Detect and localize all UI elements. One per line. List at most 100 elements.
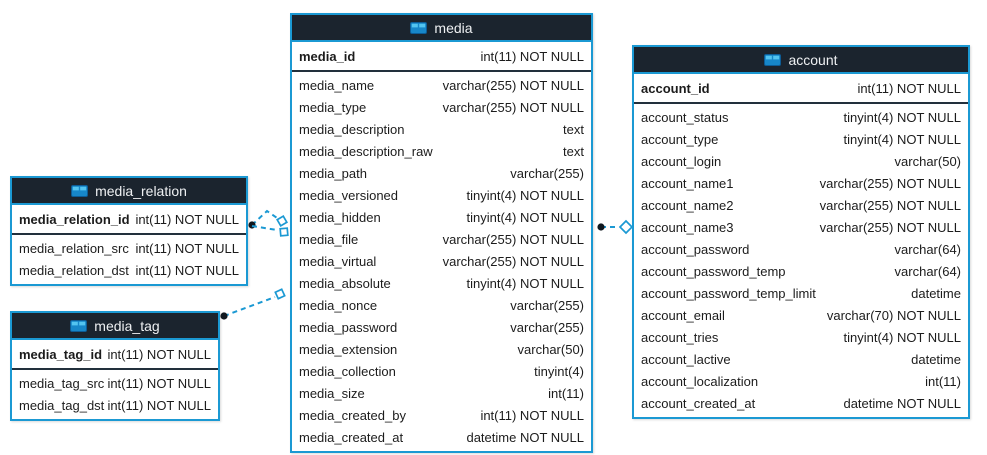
column-type: datetime NOT NULL [843, 395, 961, 411]
table-media[interactable]: media media_id int(11) NOT NULL media_na… [290, 13, 593, 453]
column-name: media_file [299, 231, 359, 247]
table-title: media_tag [94, 317, 160, 334]
table-row: media_created_at datetime NOT NULL [292, 426, 591, 448]
column-name: media_created_at [299, 429, 404, 445]
table-title: media [434, 19, 473, 36]
relationship-dot [220, 312, 228, 320]
table-media_tag[interactable]: media_tag media_tag_id int(11) NOT NULL … [10, 311, 220, 421]
relationship-dot [248, 221, 256, 229]
table-row: account_localization int(11) [634, 370, 968, 392]
column-type: varchar(255) NOT NULL [819, 197, 961, 213]
table-row: account_name2 varchar(255) NOT NULL [634, 194, 968, 216]
column-type: varchar(255) [510, 319, 584, 335]
column-name: account_created_at [641, 395, 756, 411]
column-name: account_email [641, 307, 725, 323]
column-type: varchar(255) NOT NULL [442, 253, 584, 269]
column-name: account_lactive [641, 351, 731, 367]
table-icon [70, 319, 88, 332]
column-name: media_versioned [299, 187, 399, 203]
column-type: datetime NOT NULL [466, 429, 584, 445]
column-type: tinyint(4) [534, 363, 584, 379]
column-name: media_name [299, 77, 375, 93]
relationship-diamond [276, 215, 288, 227]
table-media_relation[interactable]: media_relation media_relation_id int(11)… [10, 176, 248, 286]
table-header-media_tag[interactable]: media_tag [12, 313, 218, 340]
table-header-account[interactable]: account [634, 47, 968, 74]
column-type: tinyint(4) NOT NULL [843, 109, 961, 125]
table-row: account_name3 varchar(255) NOT NULL [634, 216, 968, 238]
table-row: account_email varchar(70) NOT NULL [634, 304, 968, 326]
table-header-media[interactable]: media [292, 15, 591, 42]
column-name: account_tries [641, 329, 719, 345]
column-name: account_login [641, 153, 722, 169]
relationship-edge-media_relation-to-media-2 [251, 225, 278, 231]
column-name: account_name3 [641, 219, 734, 235]
table-row: media_hidden tinyint(4) NOT NULL [292, 206, 591, 228]
column-name: media_type [299, 99, 367, 115]
column-type: int(11) NOT NULL [135, 240, 239, 256]
column-name: account_name2 [641, 197, 734, 213]
primary-key-row[interactable]: media_relation_id int(11) NOT NULL [12, 205, 246, 235]
primary-key-row[interactable]: media_id int(11) NOT NULL [292, 42, 591, 72]
table-icon [764, 53, 782, 66]
column-name: media_tag_id [19, 346, 103, 362]
column-name: media_hidden [299, 209, 381, 225]
primary-key-row[interactable]: media_tag_id int(11) NOT NULL [12, 340, 218, 370]
column-type: varchar(64) [894, 263, 961, 279]
column-type: text [563, 121, 584, 137]
column-type: datetime [911, 351, 961, 367]
column-type: int(11) NOT NULL [135, 262, 239, 278]
column-type: varchar(255) [510, 165, 584, 181]
column-name: media_virtual [299, 253, 377, 269]
table-row: media_description text [292, 118, 591, 140]
column-type: int(11) NOT NULL [480, 48, 584, 64]
column-name: account_type [641, 131, 719, 147]
table-row: media_file varchar(255) NOT NULL [292, 228, 591, 250]
column-name: media_relation_id [19, 211, 130, 227]
table-icon [71, 184, 89, 197]
column-name: media_description [299, 121, 405, 137]
primary-key-row[interactable]: account_id int(11) NOT NULL [634, 74, 968, 104]
table-account[interactable]: account account_id int(11) NOT NULL acco… [632, 45, 970, 419]
column-name: media_extension [299, 341, 398, 357]
column-type: tinyint(4) NOT NULL [466, 187, 584, 203]
column-type: varchar(255) NOT NULL [442, 231, 584, 247]
column-type: int(11) [925, 373, 961, 389]
table-header-media_relation[interactable]: media_relation [12, 178, 246, 205]
column-type: varchar(50) [517, 341, 584, 357]
column-type: varchar(50) [894, 153, 961, 169]
column-name: media_created_by [299, 407, 406, 423]
column-type: tinyint(4) NOT NULL [466, 209, 584, 225]
column-type: varchar(70) NOT NULL [826, 307, 961, 323]
column-type: varchar(255) NOT NULL [819, 219, 961, 235]
column-type: int(11) NOT NULL [107, 375, 211, 391]
column-type: int(11) NOT NULL [135, 211, 239, 227]
column-name: account_localization [641, 373, 759, 389]
table-icon [410, 21, 428, 34]
table-row: media_virtual varchar(255) NOT NULL [292, 250, 591, 272]
